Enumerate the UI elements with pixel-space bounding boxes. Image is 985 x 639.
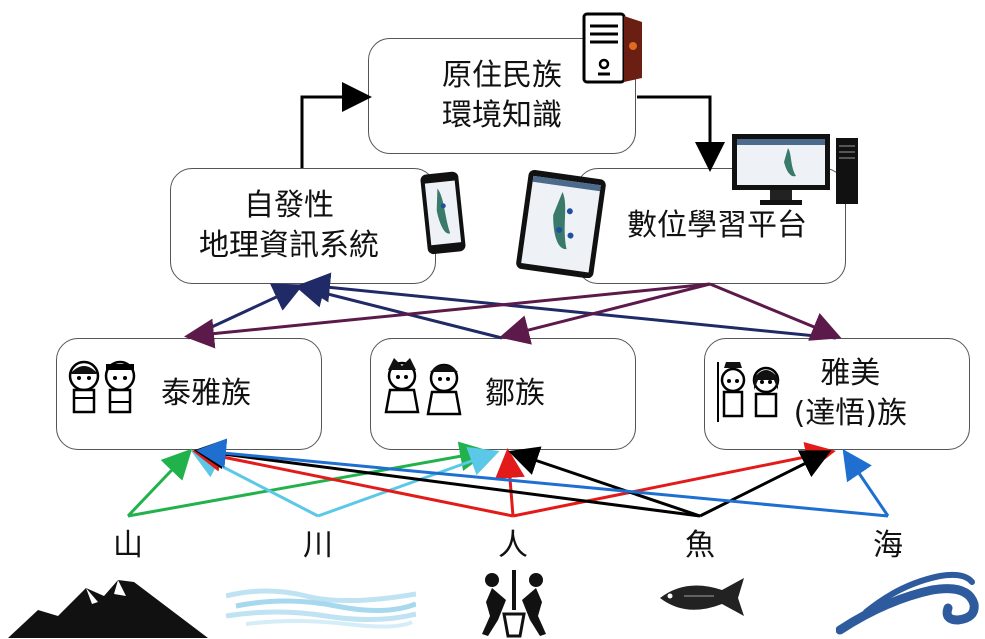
tablet-icon — [516, 170, 606, 278]
human-label: 人 — [498, 528, 528, 563]
arrow-elearning-to-tsou — [499, 282, 711, 345]
arrow-knowledge-to-elearning — [637, 95, 725, 172]
vgi-line2: 地理資訊系統 — [199, 228, 379, 263]
atayal-label: 泰雅族 — [161, 375, 251, 411]
smartphone-icon — [420, 171, 466, 255]
fish-icon — [660, 578, 744, 616]
arrow-human-to-tsou — [494, 448, 525, 517]
mountain-icon — [8, 580, 208, 638]
arrow-fish-to-atayal — [194, 439, 701, 518]
yami-box: 雅美 (達悟)族 — [704, 338, 970, 450]
atayal-figures-icon — [68, 360, 136, 414]
server-icon — [582, 12, 642, 84]
yami-line1: 雅美 — [820, 355, 881, 391]
tsou-box: 鄒族 — [370, 338, 636, 450]
elearning-label: 數位學習平台 — [627, 207, 807, 243]
env-knowledge-line2: 環境知識 — [442, 98, 562, 133]
arrow-elearning-to-atayal — [184, 282, 711, 349]
arrow-tsou-to-vgi — [294, 278, 503, 340]
monitor-icon — [732, 134, 858, 205]
arrow-vgi-to-knowledge — [300, 82, 372, 168]
mountain-label: 山 — [113, 528, 143, 563]
env-knowledge-line1: 原住民族 — [442, 57, 562, 93]
arrow-human-to-yami — [512, 442, 836, 518]
yami-figures-icon — [717, 362, 780, 422]
river-label: 川 — [303, 528, 333, 563]
arrow-mountain-to-atayal — [126, 448, 193, 518]
sea-wave-icon — [836, 571, 979, 635]
tsou-label: 鄒族 — [485, 375, 545, 411]
arrow-mountain-to-tsou — [127, 441, 490, 518]
river-icon — [226, 588, 416, 629]
arrow-human-to-atayal — [192, 442, 514, 518]
arrow-yami-to-vgi — [300, 272, 837, 340]
atayal-box: 泰雅族 — [56, 338, 322, 450]
tsou-figures-icon — [384, 358, 462, 416]
arrow-river-to-tsou — [317, 446, 500, 518]
arrow-sea-to-yami — [842, 449, 890, 517]
yami-line2: (達悟)族 — [793, 396, 907, 431]
fish-label: 魚 — [685, 528, 715, 563]
arrow-elearning-to-yami — [709, 282, 842, 341]
sea-label: 海 — [873, 528, 903, 563]
human-icon — [482, 570, 546, 638]
arrow-fish-to-tsou — [508, 446, 701, 518]
arrow-fish-to-yami — [699, 450, 832, 518]
arrow-sea-to-atayal — [196, 438, 889, 518]
vgi-line1: 自發性 — [244, 187, 334, 223]
